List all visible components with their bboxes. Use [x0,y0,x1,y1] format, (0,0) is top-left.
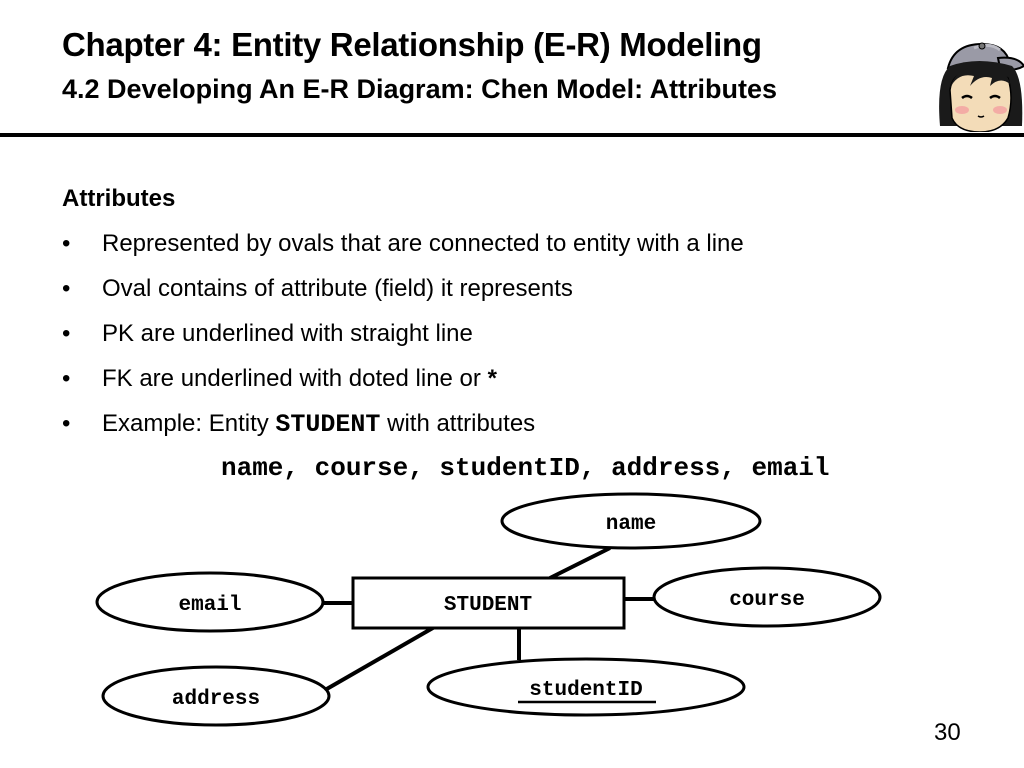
bullet-text: Represented by ovals that are connected … [102,230,744,257]
header-divider [0,133,1024,137]
bullet-icon: • [62,320,71,347]
list-item: • PK are underlined with straight line [62,319,744,364]
example-attributes: name, course, studentID, address, email [221,453,830,483]
attribute-oval [95,571,325,633]
bullet-icon: • [62,365,71,392]
bullet-text-suffix: with attributes [380,410,536,437]
bullet-text: Example: Entity [102,410,276,437]
entity-name-code: STUDENT [275,410,381,439]
primary-key-label: studentID [529,679,642,702]
bullet-icon: • [62,275,71,302]
list-item: • Represented by ovals that are connecte… [62,229,744,274]
bullet-text: FK are underlined with doted line or [102,365,488,392]
slide-title: Chapter 4: Entity Relationship (E-R) Mod… [62,26,762,63]
attribute-label: email [178,594,241,617]
asterisk-symbol: * [487,365,497,392]
connector-line [549,546,611,580]
attribute-oval [101,665,331,727]
cartoon-avatar-icon [939,42,1024,132]
section-heading: Attributes [62,185,176,212]
list-item: • Oval contains of attribute (field) it … [62,274,744,319]
bullet-list: • Represented by ovals that are connecte… [62,229,744,454]
attribute-label: name [606,513,656,536]
entity-box [351,576,626,630]
attribute-oval [500,492,762,550]
entity-label: STUDENT [444,594,532,617]
attribute-oval [426,657,746,717]
bullet-text: Oval contains of attribute (field) it re… [102,275,573,302]
list-item: • Example: Entity STUDENT with attribute… [62,409,744,454]
list-item: • FK are underlined with doted line or * [62,364,744,409]
bullet-text: PK are underlined with straight line [102,320,473,347]
page-number: 30 [934,719,961,746]
attribute-label: course [729,589,805,612]
bullet-icon: • [62,410,71,437]
bullet-icon: • [62,230,71,257]
attribute-oval [652,566,882,628]
attribute-label: address [172,688,260,711]
slide-subtitle: 4.2 Developing An E-R Diagram: Chen Mode… [62,74,778,104]
connector-line [324,623,439,692]
